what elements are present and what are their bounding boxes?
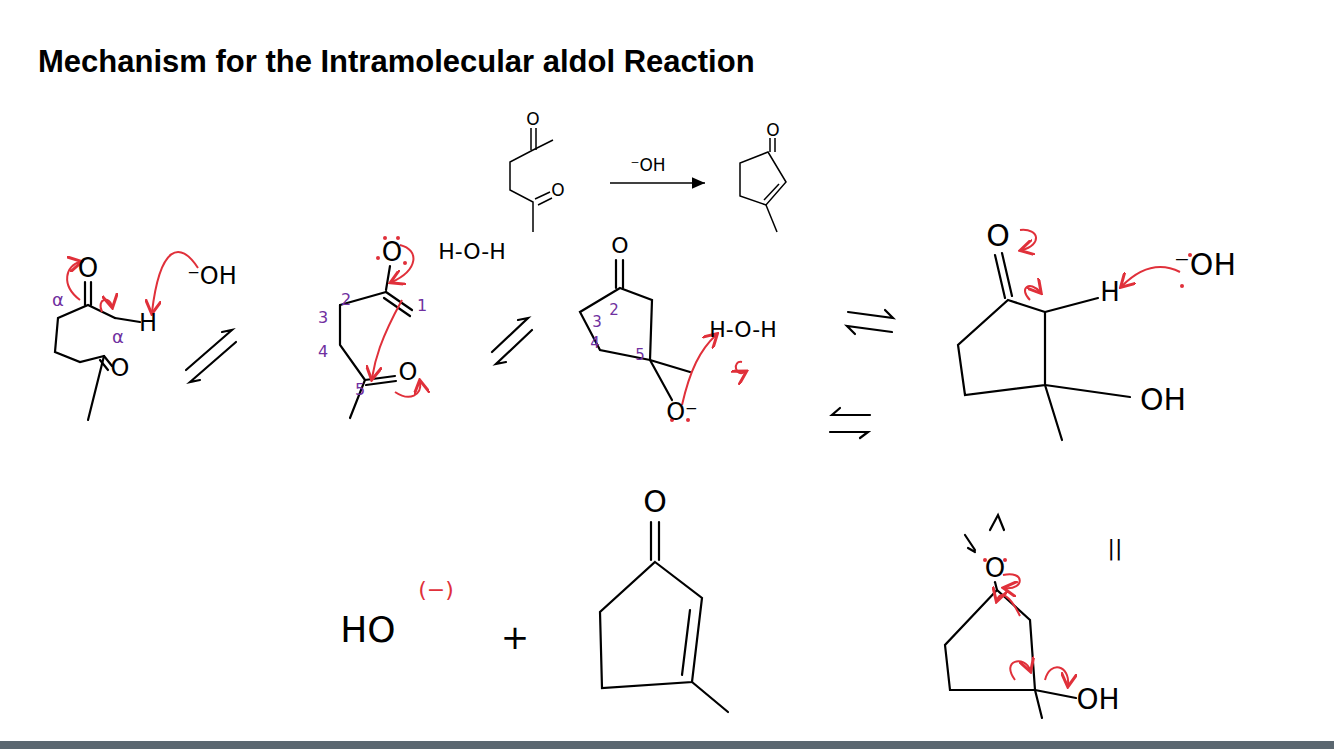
top-reaction bbox=[510, 128, 786, 232]
atom-label: O⁻ bbox=[666, 400, 698, 424]
atom-label: H-O-H bbox=[438, 241, 506, 263]
atom-label: O bbox=[986, 221, 1010, 251]
atom-number: 5 bbox=[355, 382, 365, 398]
atom-label: O bbox=[399, 360, 418, 384]
atom-label: ⁻OH bbox=[187, 264, 237, 288]
atom-number: 4 bbox=[318, 344, 328, 360]
atom-number: 3 bbox=[318, 310, 328, 326]
atom-label: O bbox=[551, 182, 564, 199]
atom-label: (−) bbox=[418, 579, 454, 601]
hand-structures bbox=[55, 253, 1130, 718]
atom-number: 2 bbox=[341, 292, 351, 308]
lone-pair-dots bbox=[376, 236, 1192, 562]
atom-label: OH bbox=[1076, 686, 1119, 714]
atom-label: + bbox=[501, 620, 530, 654]
atom-label: O bbox=[643, 487, 667, 517]
atom-number: 4 bbox=[590, 336, 600, 351]
electron-arrows bbox=[67, 230, 1180, 685]
atom-label: O bbox=[766, 122, 779, 139]
atom-label: H-O-H bbox=[709, 319, 777, 341]
atom-label: OH bbox=[1140, 385, 1186, 415]
atom-number: α bbox=[52, 291, 64, 309]
atom-label: O bbox=[111, 356, 130, 380]
atom-label: || bbox=[1108, 537, 1123, 559]
slide-title: Mechanism for the Intramolecular aldol R… bbox=[38, 44, 755, 80]
atom-number: 5 bbox=[635, 348, 645, 363]
atom-label: ⁻OH bbox=[1174, 250, 1236, 280]
atom-label: O bbox=[78, 255, 98, 281]
atom-number: 2 bbox=[609, 303, 619, 318]
atom-label: O bbox=[382, 239, 402, 265]
footer-bar bbox=[0, 741, 1334, 749]
atom-label: H bbox=[1100, 279, 1120, 305]
atom-label: O bbox=[526, 111, 539, 128]
atom-label: H bbox=[139, 311, 157, 335]
atom-label: O bbox=[611, 235, 628, 257]
atom-label: HO bbox=[340, 612, 395, 648]
atom-number: 3 bbox=[592, 315, 602, 330]
atom-number: α bbox=[112, 328, 124, 346]
atom-label: ⁻OH bbox=[630, 157, 665, 174]
atom-label: O bbox=[985, 555, 1005, 581]
atom-number: 1 bbox=[417, 298, 427, 314]
